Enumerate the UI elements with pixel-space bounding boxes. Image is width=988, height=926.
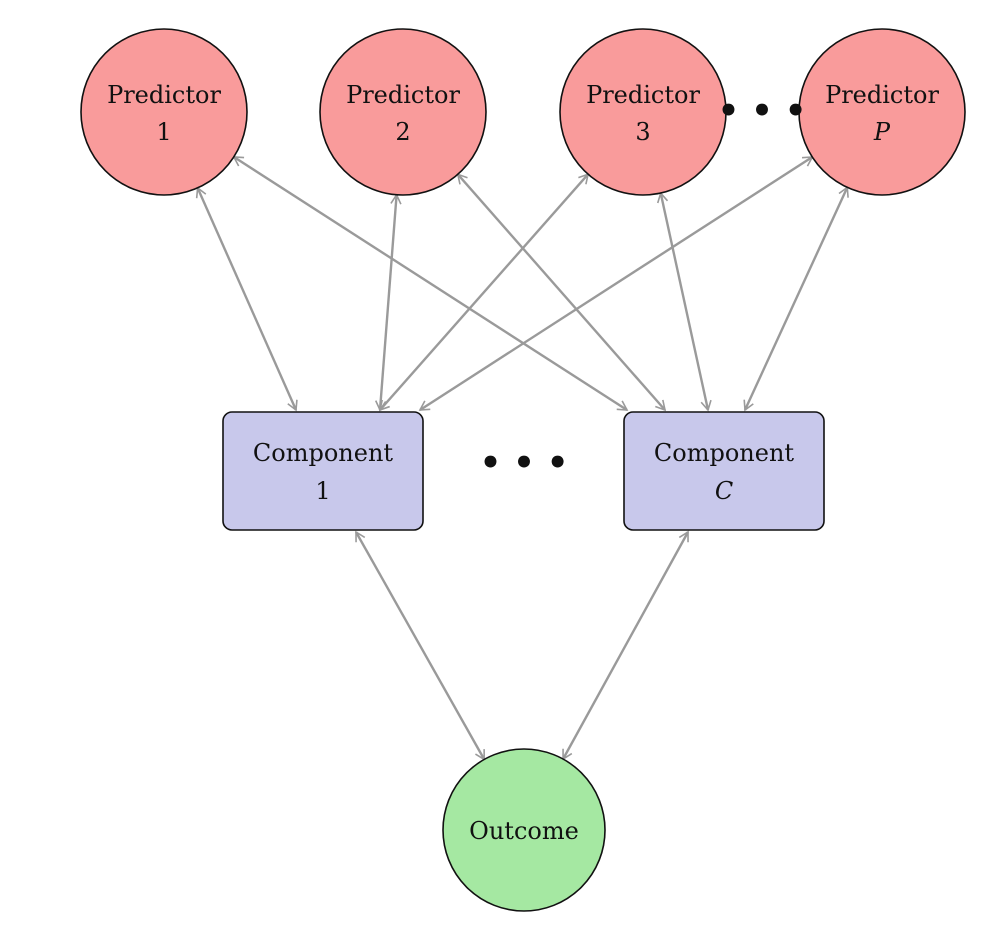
predictor-node-p[interactable]: Predictor P <box>798 28 966 196</box>
edge-c1-out <box>354 530 486 761</box>
component-node-c[interactable]: Component C <box>623 411 825 531</box>
outcome-node[interactable]: Outcome <box>442 748 606 912</box>
predictor-node-3[interactable]: Predictor 3 <box>559 28 727 196</box>
predictor-label: Predictor <box>107 81 221 109</box>
predictor-node-1[interactable]: Predictor 1 <box>80 28 248 196</box>
outcome-circle <box>442 748 606 912</box>
predictor-index: 3 <box>635 118 650 146</box>
edge-p2-c1 <box>374 193 402 412</box>
predictor-circle <box>559 28 727 196</box>
edge-p3-c1 <box>378 172 590 412</box>
predictor-index: 1 <box>156 118 171 146</box>
predictor-label: Predictor <box>586 81 700 109</box>
component-index: C <box>715 477 733 505</box>
edge-p1-c1 <box>195 186 298 412</box>
outcome-label: Outcome <box>469 817 579 845</box>
component-ellipsis: • • • <box>480 443 569 483</box>
component-index: 1 <box>315 477 330 505</box>
predictor-label: Predictor <box>825 81 939 109</box>
component-box <box>623 411 825 531</box>
predictor-circle <box>319 28 487 196</box>
component-label: Component <box>654 439 795 467</box>
predictor-node-2[interactable]: Predictor 2 <box>319 28 487 196</box>
predictor-ellipsis: • • • <box>718 91 807 131</box>
predictor-index: P <box>873 118 891 146</box>
edge-pP-c1 <box>418 155 814 412</box>
predictor-label: Predictor <box>346 81 460 109</box>
predictor-circle <box>798 28 966 196</box>
component-box <box>222 411 424 531</box>
component-label: Component <box>253 439 394 467</box>
edge-p2-cC <box>456 173 667 412</box>
edges-layer <box>195 155 849 761</box>
edge-p1-cC <box>232 155 629 412</box>
edge-cC-out <box>562 530 690 761</box>
component-node-1[interactable]: Component 1 <box>222 411 424 531</box>
predictor-circle <box>80 28 248 196</box>
edge-p3-cC <box>656 191 712 412</box>
edge-pP-cC <box>743 185 849 412</box>
predictor-index: 2 <box>395 118 410 146</box>
